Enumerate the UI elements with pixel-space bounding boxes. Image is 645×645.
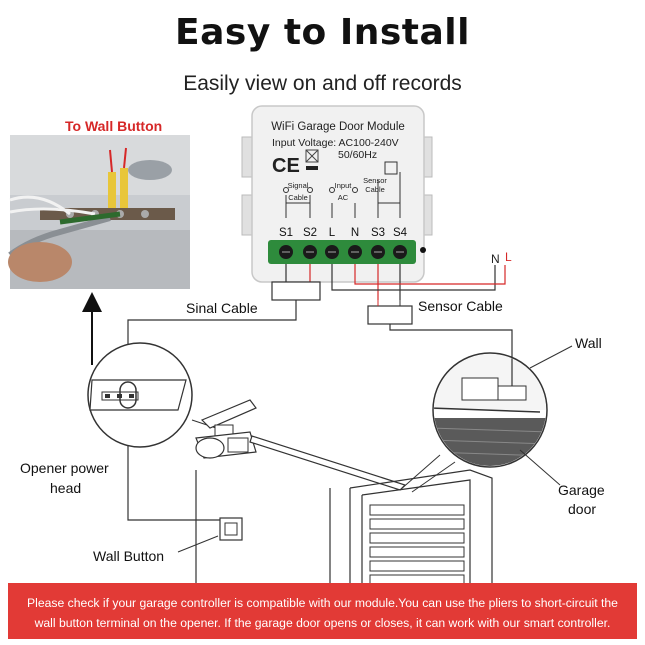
wifi-module bbox=[241, 105, 433, 283]
wall-button-cable bbox=[127, 410, 220, 521]
sensor-cable-label: Sensor Cable bbox=[418, 298, 503, 314]
opener-power-head-label-2: head bbox=[50, 480, 81, 496]
garage-door bbox=[369, 504, 465, 586]
door-panel bbox=[369, 504, 465, 516]
module-name: WiFi Garage Door Module bbox=[271, 121, 405, 133]
n-label: N bbox=[491, 252, 500, 266]
opener-rail bbox=[249, 435, 407, 491]
wall-label: Wall bbox=[575, 335, 602, 351]
group-sensor: Sensor bbox=[363, 176, 387, 185]
opener-power-head-label-1: Opener power bbox=[20, 460, 109, 476]
terminal-label-s3: S3 bbox=[371, 227, 385, 239]
door-panel bbox=[369, 518, 465, 530]
module-voltage: Input Voltage: AC100-240V bbox=[272, 137, 399, 149]
module-wires bbox=[285, 264, 506, 300]
compatibility-warning: Please check if your garage controller i… bbox=[8, 583, 637, 639]
door-panel bbox=[369, 546, 465, 558]
group-signal-cable: Cable bbox=[288, 193, 308, 202]
wiring-photo bbox=[8, 135, 190, 289]
group-sensor-cable: Cable bbox=[365, 185, 385, 194]
sensor-connector bbox=[367, 305, 413, 325]
terminal-label-s2: S2 bbox=[303, 227, 317, 239]
page-subtitle: Easily view on and off records bbox=[183, 72, 462, 95]
opener-power-head bbox=[195, 399, 407, 491]
group-ac: AC bbox=[338, 193, 349, 202]
to-wall-button-label: To Wall Button bbox=[65, 118, 162, 134]
garage-door-label-2: door bbox=[568, 501, 596, 517]
ce-mark: CE bbox=[272, 155, 300, 177]
wall-button-label: Wall Button bbox=[93, 548, 164, 564]
door-panel bbox=[369, 560, 465, 572]
signal-connector bbox=[271, 281, 321, 301]
group-input: Input bbox=[335, 181, 353, 190]
group-signal: Signal bbox=[288, 181, 309, 190]
garage-structure bbox=[195, 469, 493, 586]
sinal-cable-label: Sinal Cable bbox=[186, 300, 258, 316]
terminal-label-s1: S1 bbox=[279, 227, 293, 239]
l-label: L bbox=[505, 250, 512, 264]
garage-door-label-1: Garage bbox=[558, 482, 605, 498]
module-frequency: 50/60Hz bbox=[338, 149, 377, 161]
terminal-label-s4: S4 bbox=[393, 227, 408, 239]
sensor-cable bbox=[389, 324, 513, 372]
terminal-label-n: N bbox=[351, 227, 359, 239]
door-panel bbox=[369, 532, 465, 544]
terminal-label-l: L bbox=[329, 227, 336, 239]
page-title: Easy to Install bbox=[175, 12, 470, 53]
